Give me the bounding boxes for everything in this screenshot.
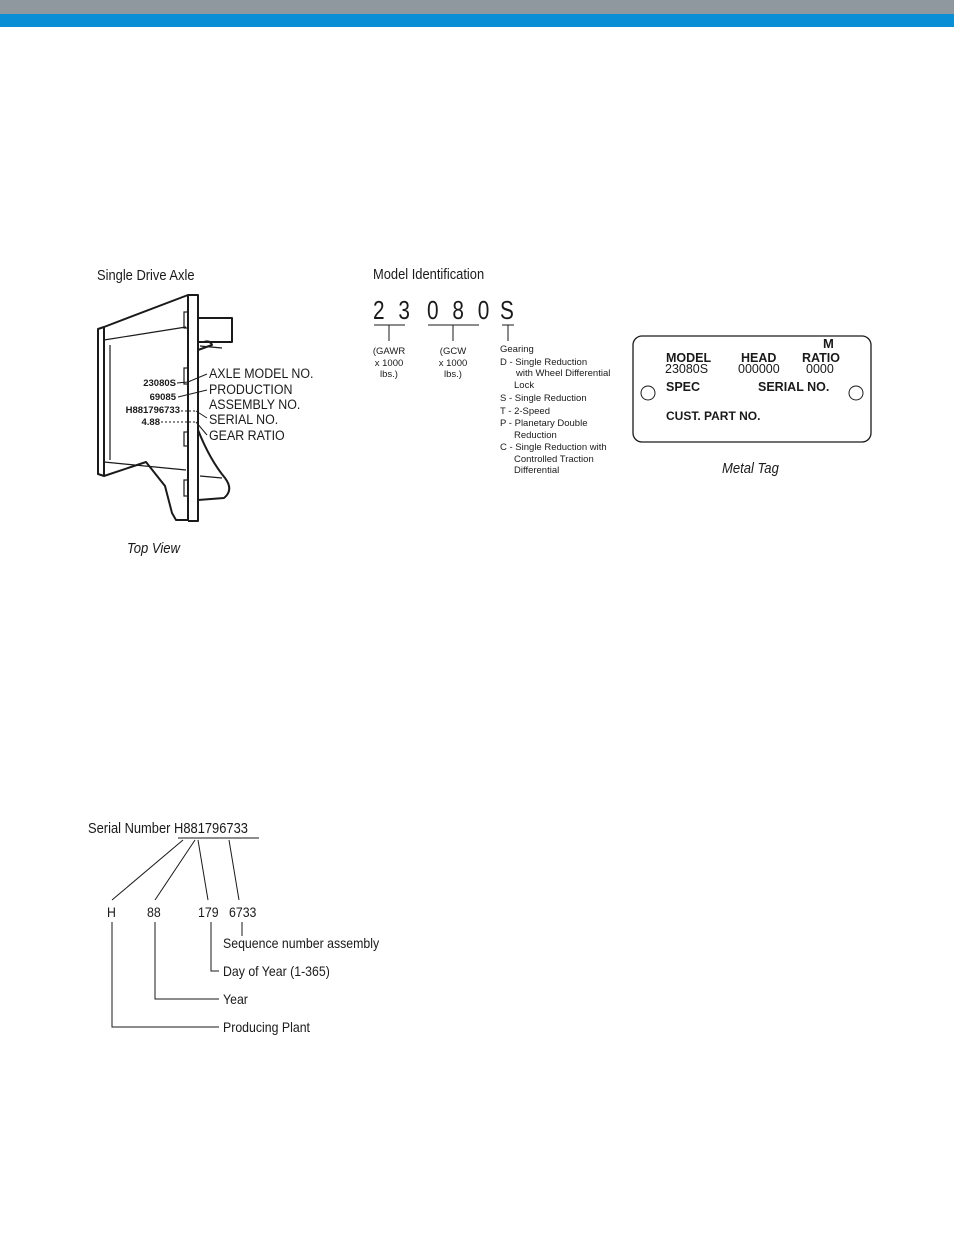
gawr-note: (GAWR x 1000 lbs.) <box>372 346 406 380</box>
tag-model-label: MODEL <box>666 351 712 365</box>
tag-serial-label: SERIAL NO. <box>758 380 830 394</box>
model-id-title: Model Identification <box>373 266 485 283</box>
model-digits-gawr: 2 3 <box>373 295 414 325</box>
tag-cust-part-label: CUST. PART NO. <box>666 409 761 423</box>
metal-tag-hole-right <box>848 385 864 401</box>
axle-value-ratio: 4.88 <box>141 417 161 428</box>
metal-tag-logo: M <box>823 336 834 351</box>
serial-desc-plant: Producing Plant <box>223 1019 310 1035</box>
axle-label-serial: SERIAL NO. <box>209 412 279 427</box>
serial-desc-sequence: Sequence number assembly <box>223 935 380 951</box>
axle-label-production: PRODUCTION <box>209 382 293 397</box>
header-blue-bar <box>0 14 954 27</box>
axle-caption: Top View <box>127 541 180 557</box>
axle-title: Single Drive Axle <box>97 267 195 284</box>
axle-label-gear-ratio: GEAR RATIO <box>209 428 285 443</box>
axle-value-model: 23080S <box>143 378 176 389</box>
tag-head-label: HEAD <box>741 351 777 365</box>
metal-tag-hole-left <box>640 385 656 401</box>
model-digits-gearing: S <box>500 295 518 325</box>
axle-leader-lines <box>161 373 208 436</box>
tag-ratio-label: RATIO <box>802 351 840 365</box>
serial-leader-lines <box>111 837 259 1028</box>
axle-label-assembly: ASSEMBLY NO. <box>209 397 301 412</box>
serial-part-year: 88 <box>147 904 161 920</box>
axle-housing-details <box>103 311 223 497</box>
serial-part-day: 179 <box>198 904 219 920</box>
header-gray-bar <box>0 0 954 14</box>
gearing-legend: Gearing D - Single Reduction with Wheel … <box>500 344 611 476</box>
serial-part-plant: H <box>107 904 116 920</box>
serial-title: Serial Number H881796733 <box>88 820 248 837</box>
axle-value-production: 69085 <box>149 392 176 403</box>
serial-desc-year: Year <box>223 991 248 1007</box>
gcw-note: (GCW x 1000 lbs.) <box>438 346 468 380</box>
tag-spec-label: SPEC <box>666 380 701 394</box>
serial-desc-day: Day of Year (1-365) <box>223 963 330 979</box>
serial-part-sequence: 6733 <box>229 904 257 920</box>
axle-label-model: AXLE MODEL NO. <box>209 366 314 381</box>
tag-ratio-value: 0000 <box>806 362 834 376</box>
metal-tag-caption: Metal Tag <box>722 461 779 477</box>
model-digits-gcw: 0 8 0 <box>427 295 494 325</box>
tag-model-value: 23080S <box>665 362 709 376</box>
metal-tag-plate <box>632 335 872 443</box>
model-brackets <box>374 324 514 341</box>
tag-head-value: 000000 <box>738 362 780 376</box>
axle-value-serial: H881796733 <box>125 405 180 416</box>
